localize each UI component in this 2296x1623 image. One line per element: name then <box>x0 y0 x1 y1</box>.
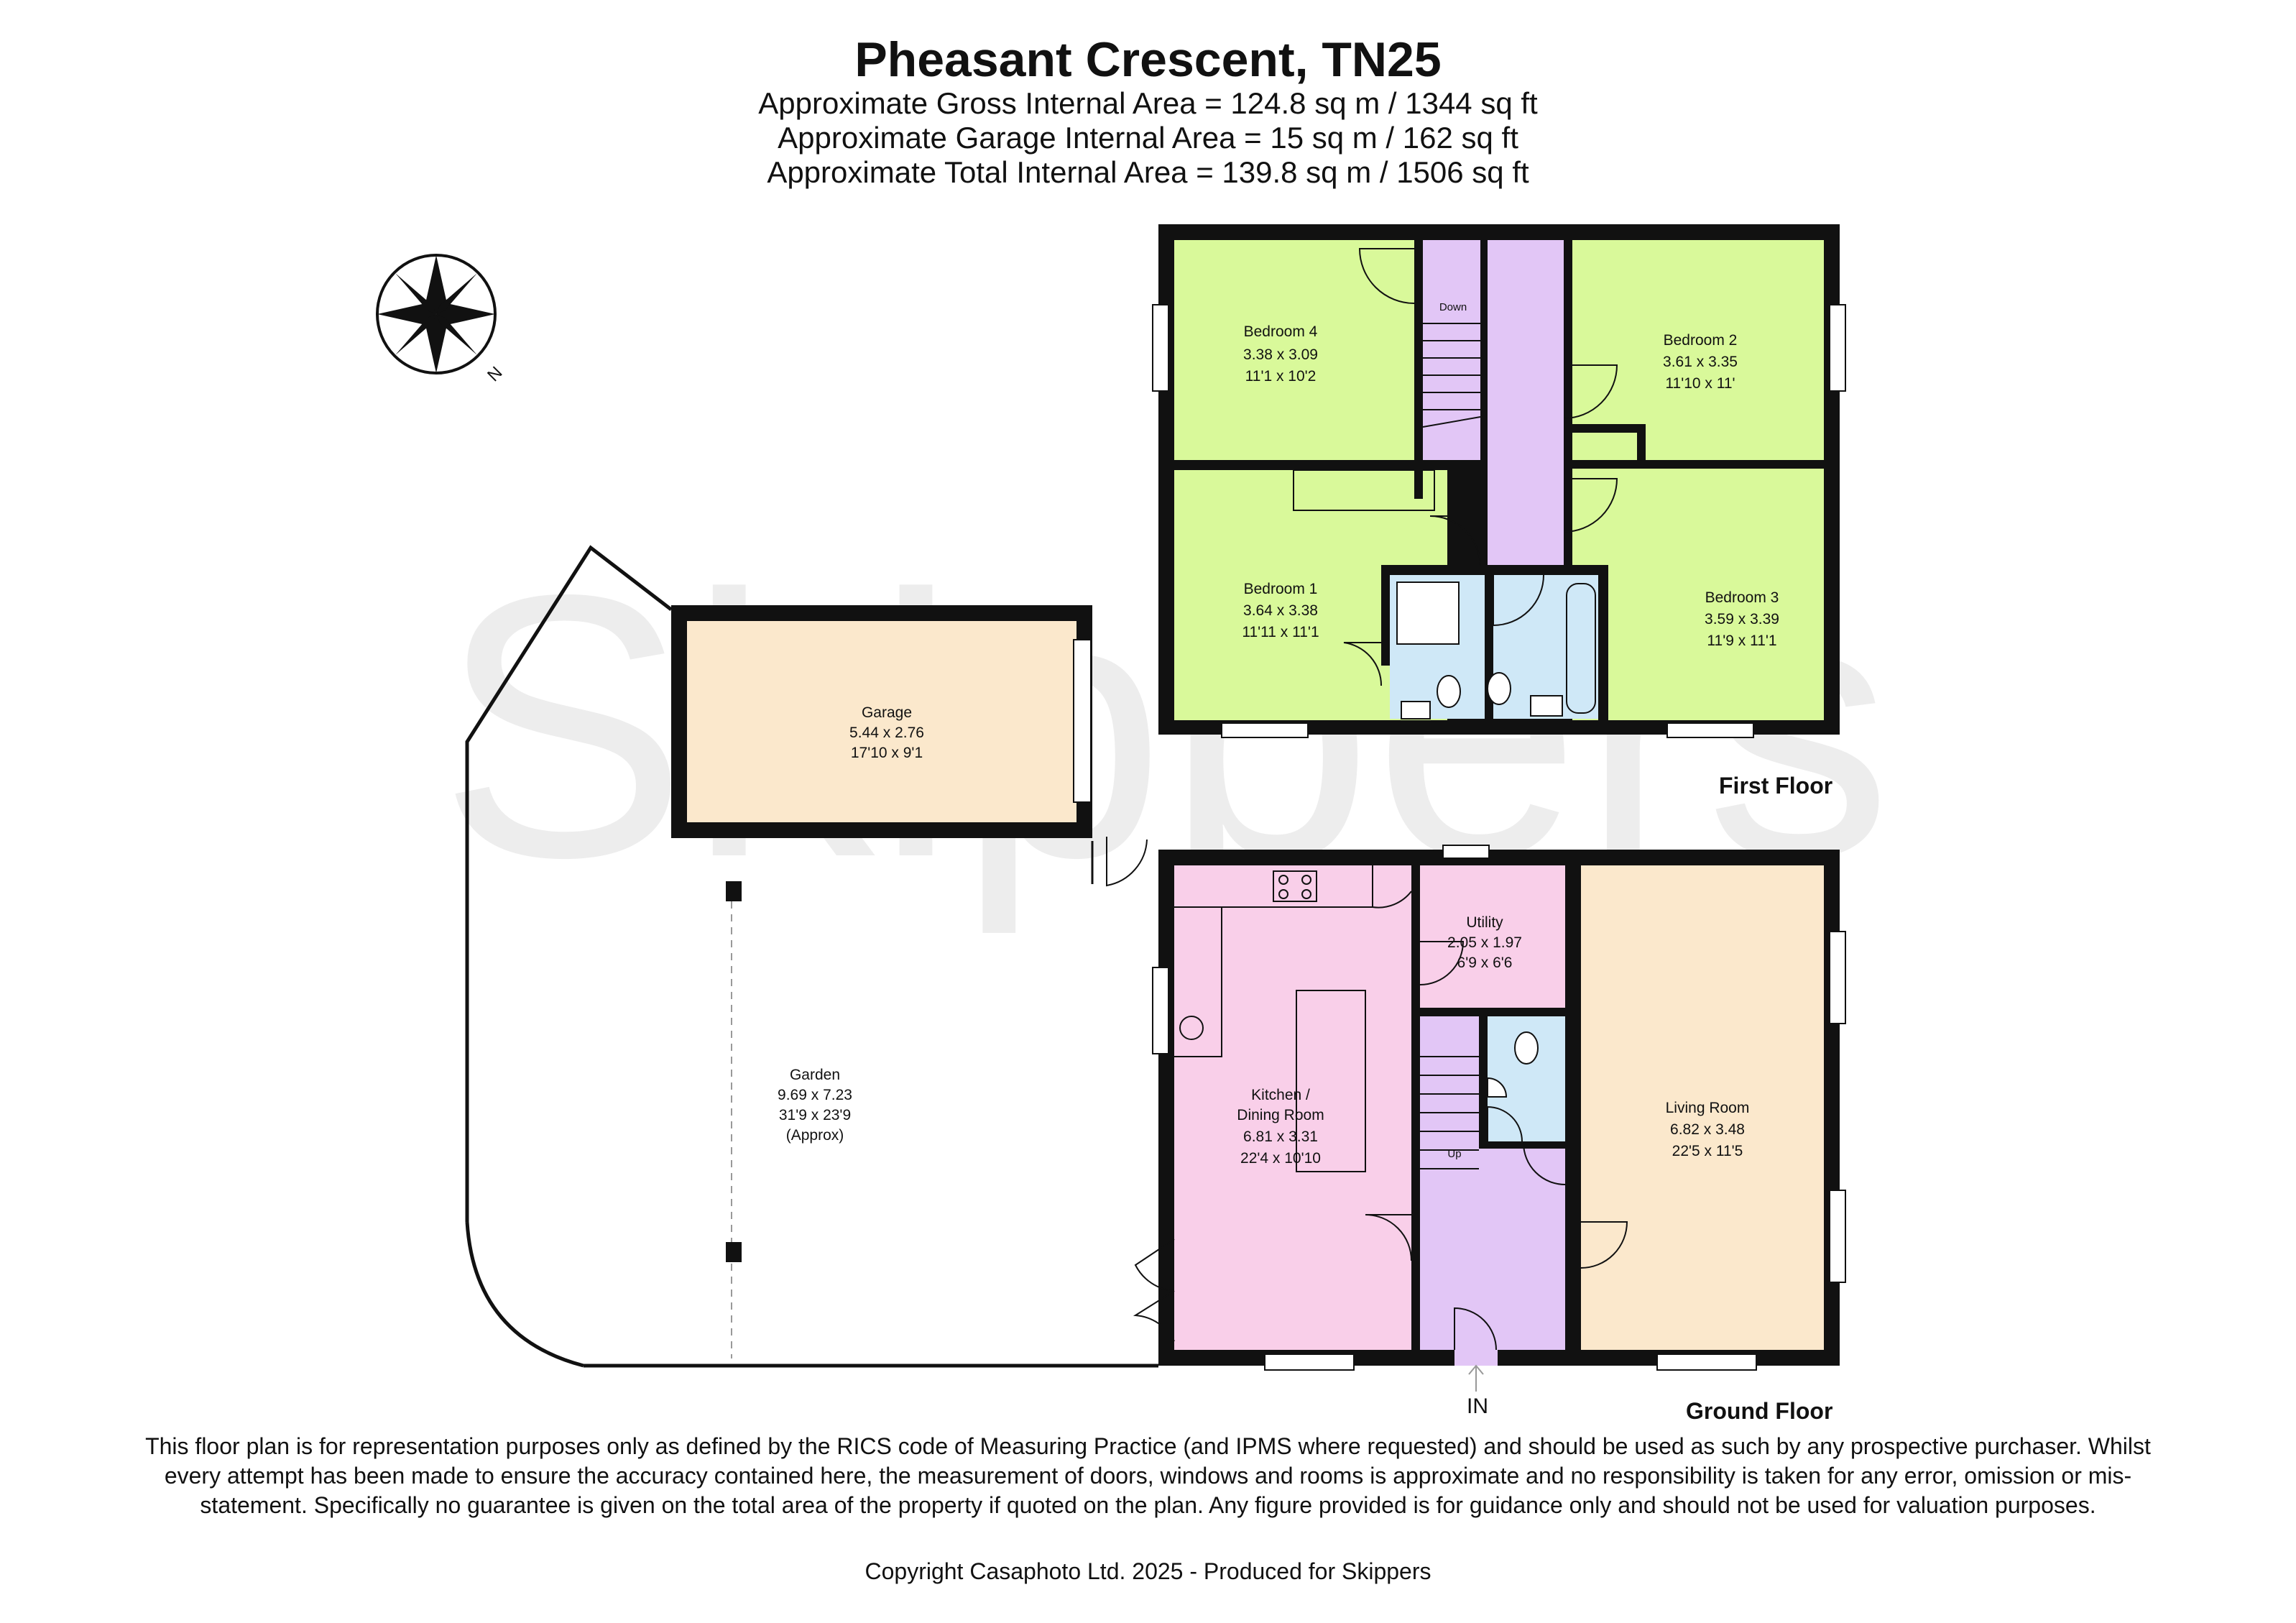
bedroom-4-imperial: 11'1 x 10'2 <box>1245 368 1317 385</box>
living-room-metric: 6.82 x 3.48 <box>1670 1121 1745 1138</box>
gross-area-text: Approximate Gross Internal Area = 124.8 … <box>758 86 1538 120</box>
disclaimer-text: This floor plan is for representation pu… <box>145 1433 2151 1518</box>
bedroom-3-imperial: 11'9 x 11'1 <box>1707 633 1776 649</box>
stairs-down-label: Down <box>1439 301 1467 313</box>
kitchen-name: Kitchen / <box>1251 1087 1310 1103</box>
bedroom-3-room <box>1572 469 1824 720</box>
garden-name: Garden <box>790 1067 840 1083</box>
living-room-name: Living Room <box>1666 1100 1750 1116</box>
landing <box>1488 240 1564 571</box>
ground-floor-label: Ground Floor <box>1686 1398 1832 1424</box>
bedroom-4-metric: 3.38 x 3.09 <box>1243 346 1318 363</box>
bedroom-2-imperial: 11'10 x 11' <box>1665 375 1735 392</box>
kitchen-imperial: 22'4 x 10'10 <box>1240 1150 1321 1167</box>
copyright-text: Copyright Casaphoto Ltd. 2025 - Produced… <box>865 1558 1431 1584</box>
utility-imperial: 6'9 x 6'6 <box>1457 955 1513 971</box>
bedroom-3-name: Bedroom 3 <box>1705 589 1779 606</box>
living-room <box>1581 865 1824 1350</box>
total-area-text: Approximate Total Internal Area = 139.8 … <box>767 155 1529 189</box>
garage-name: Garage <box>862 704 912 721</box>
ground-floor: Up Kitchen / Dining Room 6.81 x 3.31 22'… <box>1133 845 1846 1392</box>
kitchen-name-2: Dining Room <box>1237 1107 1324 1123</box>
garage-metric: 5.44 x 2.76 <box>849 725 924 741</box>
kitchen-metric: 6.81 x 3.31 <box>1243 1128 1318 1145</box>
stairwell <box>1423 240 1486 460</box>
garden <box>465 545 1158 1368</box>
entrance-arrow-icon <box>1468 1364 1484 1392</box>
garden-metric: 9.69 x 7.23 <box>778 1087 852 1103</box>
compass-north-label: N <box>484 363 506 385</box>
kitchen-room <box>1174 865 1411 1350</box>
page-title: Pheasant Crescent, TN25 <box>854 32 1442 87</box>
first-floor: Down Bedroom 4 3.38 x 3.09 11'1 x 10'2 B… <box>1152 224 1846 738</box>
bedroom-1-name: Bedroom 1 <box>1244 581 1318 597</box>
bedroom-2-name: Bedroom 2 <box>1664 332 1738 349</box>
bedroom-4-name: Bedroom 4 <box>1244 323 1318 340</box>
bedroom-1-metric: 3.64 x 3.38 <box>1243 602 1318 619</box>
bedroom-3-metric: 3.59 x 3.39 <box>1705 611 1779 627</box>
compass-rose-icon: N <box>376 254 507 385</box>
first-floor-label: First Floor <box>1719 773 1832 799</box>
bedroom-2-metric: 3.61 x 3.35 <box>1663 354 1738 370</box>
bedroom-1-imperial: 11'11 x 11'1 <box>1242 624 1319 640</box>
bedroom-4-room <box>1174 240 1414 460</box>
utility-metric: 2.05 x 1.97 <box>1447 934 1522 951</box>
utility-room <box>1420 865 1565 1008</box>
utility-name: Utility <box>1466 914 1503 931</box>
garage: Garage 5.44 x 2.76 17'10 x 9'1 <box>671 605 1092 838</box>
garden-imperial: 31'9 x 23'9 <box>779 1107 851 1123</box>
garage-area-text: Approximate Garage Internal Area = 15 sq… <box>778 121 1518 155</box>
stairs-up-label: Up <box>1447 1148 1461 1160</box>
garage-imperial: 17'10 x 9'1 <box>851 745 923 761</box>
living-room-imperial: 22'5 x 11'5 <box>1672 1143 1743 1159</box>
entrance-label: IN <box>1467 1394 1488 1418</box>
bedroom-2-room <box>1572 240 1824 460</box>
garden-note: (Approx) <box>786 1127 844 1144</box>
